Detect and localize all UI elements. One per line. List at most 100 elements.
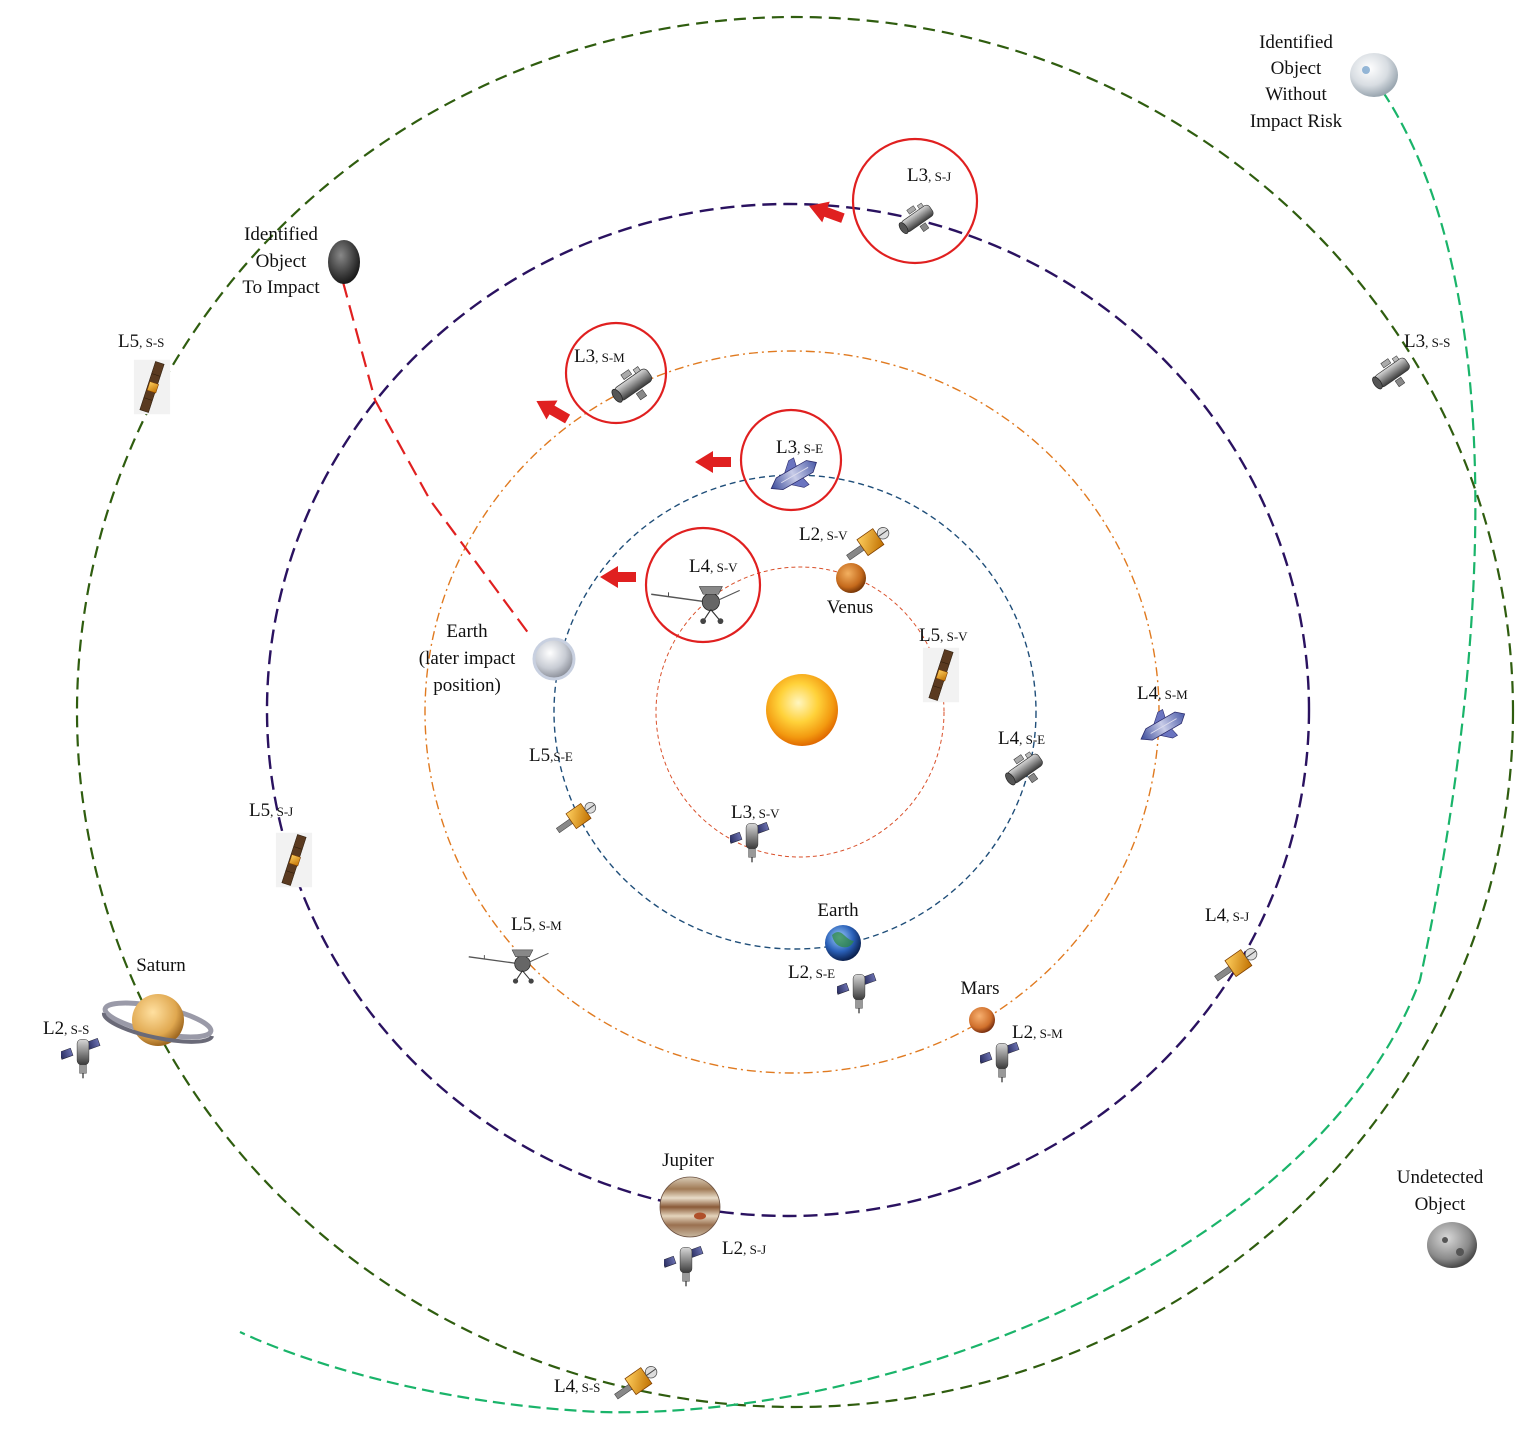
- lagrange-point-l3-sv: L3, S-V: [730, 802, 780, 863]
- highlight-ring: [564, 321, 668, 425]
- lagrange-label-l3-sv: L3, S-V: [731, 802, 780, 823]
- lagrange-label-l3-se: L3, S-E: [776, 437, 823, 458]
- undetected-label-1: Undetected: [1397, 1167, 1484, 1188]
- sun-icon: [766, 674, 838, 746]
- motion-arrow-icon: [536, 400, 571, 424]
- lagrange-point-l4-sm: L4, S-M: [1134, 683, 1190, 747]
- earth-label: Earth: [817, 900, 859, 921]
- impact-trajectory: [341, 281, 530, 635]
- highlight-ring: [644, 526, 762, 644]
- hubble-spacecraft-icon: [664, 1245, 704, 1287]
- gold-sat-spacecraft-icon: [611, 1360, 662, 1406]
- jupiter-label: Jupiter: [662, 1150, 714, 1171]
- motion-arrow-icon: [809, 201, 845, 223]
- earth-continent-icon: [832, 932, 854, 948]
- safe-object-label: Identified Object Without Impact Risk: [1250, 32, 1343, 132]
- lagrange-label-l4-sj: L4, S-J: [1205, 905, 1249, 926]
- lagrange-label-l4-se: L4, S-E: [998, 728, 1045, 749]
- solar-panel-spacecraft-icon: [922, 647, 960, 703]
- lagrange-label-l3-sj: L3, S-J: [907, 165, 951, 186]
- lagrange-point-l2-ss: L2, S-S: [43, 1018, 101, 1079]
- lagrange-point-l5-sj: L5, S-J: [249, 800, 313, 888]
- safe-asteroid-icon: [1350, 53, 1398, 97]
- lagrange-label-l5-sj: L5, S-J: [249, 800, 293, 821]
- lagrange-point-l2-sm: L2, S-M: [980, 1022, 1063, 1083]
- saturn-orbit: [75, 15, 1515, 1409]
- saturn-label: Saturn: [136, 955, 186, 976]
- lagrange-label-l2-sm: L2, S-M: [1012, 1022, 1063, 1043]
- lagrange-label-l2-sv: L2, S-V: [799, 524, 848, 545]
- undetected-asteroid-icon: [1427, 1222, 1477, 1268]
- lagrange-point-l2-sv: L2, S-V: [799, 521, 894, 567]
- solar-panel-spacecraft-icon: [133, 359, 171, 415]
- mars-label: Mars: [960, 978, 999, 999]
- hubble-spacecraft-icon: [730, 821, 770, 863]
- highlight-ring: [739, 408, 843, 512]
- motion-arrow-icon: [695, 451, 731, 473]
- orbits: [75, 15, 1515, 1409]
- earth-later-label-2: (later impact: [419, 648, 516, 669]
- probe-spacecraft-icon: [650, 585, 741, 625]
- lagrange-label-l3-sm: L3, S-M: [574, 346, 625, 367]
- lagrange-label-l4-sv: L4, S-V: [689, 556, 738, 577]
- telescope-spacecraft-icon: [894, 198, 940, 242]
- lagrange-point-l5-ss: L5, S-S: [118, 331, 171, 415]
- venus-label: Venus: [827, 597, 873, 618]
- undetected-crater-icon: [1442, 1237, 1448, 1243]
- svg-text:Object: Object: [256, 251, 307, 272]
- lagrange-points: L3, S-J L3, S-M L3, S-E L4, S-V L5, S-S L3, S…: [43, 137, 1450, 1406]
- earth-later-impact-icon: [532, 637, 576, 681]
- earth-later-label-1: Earth: [446, 621, 488, 642]
- gold-sat-spacecraft-icon: [1211, 942, 1262, 988]
- lagrange-point-l2-se: L2, S-E: [788, 962, 877, 1014]
- lagrange-label-l4-sm: L4, S-M: [1137, 683, 1188, 704]
- venus-icon: [836, 563, 866, 593]
- jupiter-orbit: [265, 202, 1311, 1218]
- lagrange-point-l3-ss: L3, S-S: [1367, 331, 1450, 398]
- gold-sat-spacecraft-icon: [553, 796, 601, 839]
- mars-icon: [969, 1007, 995, 1033]
- lagrange-point-l5-sv: L5, S-V: [919, 625, 968, 703]
- lagrange-label-l2-sj: L2, S-J: [722, 1238, 766, 1259]
- probe-spacecraft-icon: [468, 949, 550, 985]
- telescope-spacecraft-icon: [1367, 350, 1417, 398]
- impact-object-label: Identified Object To Impact: [242, 224, 320, 298]
- lagrange-point-l4-sv: L4, S-V: [644, 526, 762, 644]
- shuttle-spacecraft-icon: [1134, 707, 1190, 747]
- gold-sat-spacecraft-icon: [843, 521, 894, 567]
- safe-asteroid-spot-icon: [1362, 66, 1370, 74]
- lagrange-label-l2-ss: L2, S-S: [43, 1018, 89, 1039]
- impact-asteroid-icon: [328, 240, 360, 284]
- hubble-spacecraft-icon: [61, 1037, 101, 1079]
- lagrange-label-l2-se: L2, S-E: [788, 962, 835, 983]
- svg-text:Identified: Identified: [1259, 32, 1333, 53]
- svg-text:Impact Risk: Impact Risk: [1250, 111, 1343, 132]
- svg-text:Identified: Identified: [244, 224, 318, 245]
- lagrange-point-l4-se: L4, S-E: [998, 728, 1050, 794]
- motion-arrows: [536, 201, 845, 588]
- hubble-spacecraft-icon: [980, 1041, 1020, 1083]
- telescope-spacecraft-icon: [606, 360, 660, 412]
- lagrange-point-l3-sm: L3, S-M: [564, 321, 668, 425]
- lagrange-label-l5-se: L5,S-E: [529, 745, 573, 766]
- svg-text:To Impact: To Impact: [242, 277, 320, 298]
- earth-later-label-3: position): [433, 675, 501, 696]
- svg-text:Without: Without: [1265, 84, 1327, 105]
- lagrange-label-l5-sv: L5, S-V: [919, 625, 968, 646]
- venus-orbit: [655, 566, 945, 858]
- solar-panel-spacecraft-icon: [275, 832, 313, 888]
- lagrange-point-l4-ss: L4, S-S: [554, 1360, 662, 1406]
- lagrange-point-l5-se: L5,S-E: [529, 745, 601, 839]
- svg-text:Object: Object: [1271, 58, 1322, 79]
- lagrange-label-l3-ss: L3, S-S: [1404, 331, 1450, 352]
- lagrange-point-l3-sj: L3, S-J: [851, 137, 979, 265]
- lagrange-label-l4-ss: L4, S-S: [554, 1376, 600, 1397]
- motion-arrow-icon: [600, 566, 636, 588]
- lagrange-label-l5-ss: L5, S-S: [118, 331, 164, 352]
- saturn-icon: [101, 994, 214, 1046]
- lagrange-point-l5-sm: L5, S-M: [468, 914, 562, 985]
- undetected-crater-icon: [1456, 1248, 1464, 1256]
- lagrange-point-l4-sj: L4, S-J: [1205, 905, 1262, 988]
